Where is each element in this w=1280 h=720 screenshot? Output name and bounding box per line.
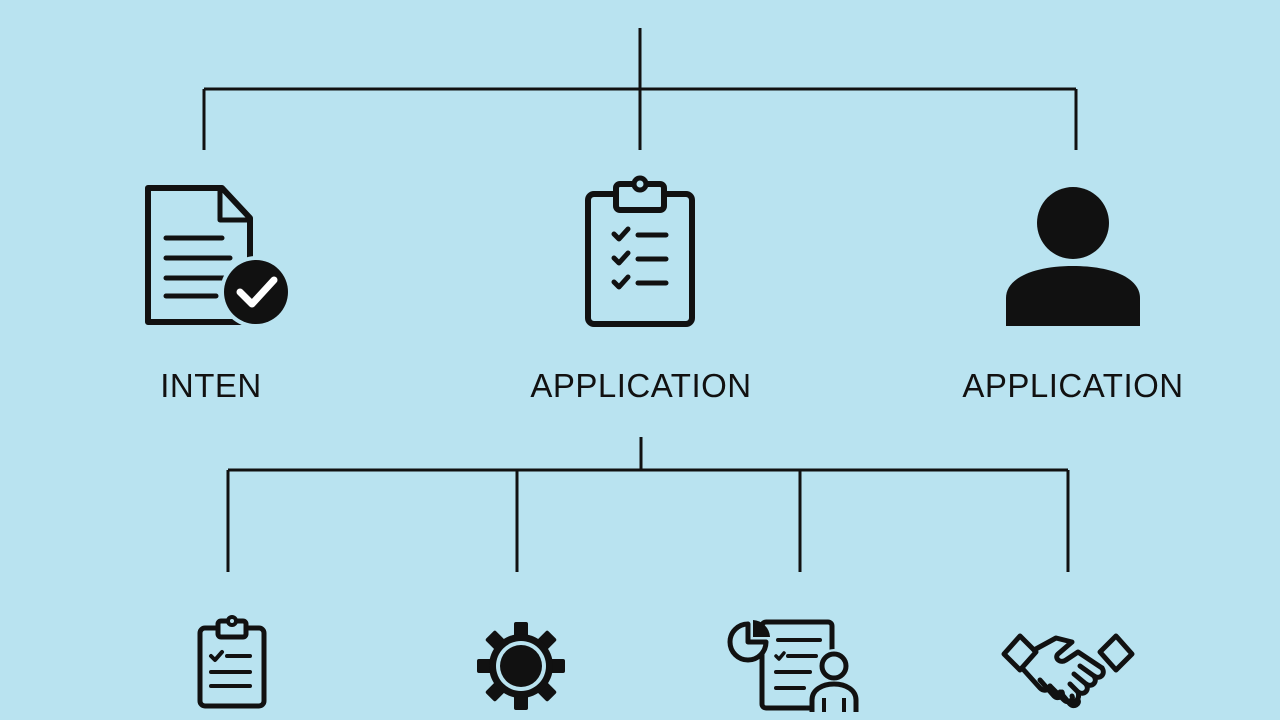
- document-check-icon: [145, 185, 292, 328]
- small-clipboard-icon: [197, 615, 267, 709]
- person-icon: [1006, 187, 1140, 326]
- handshake-icon: [1001, 633, 1135, 709]
- node-label-application-center: APPLICATION: [530, 367, 752, 404]
- node-label-application-right: APPLICATION: [962, 367, 1184, 404]
- clipboard-checklist-icon: [585, 175, 695, 327]
- gear-icon: [477, 622, 565, 710]
- node-label-inten: INTEN: [160, 367, 262, 404]
- document-person-icon: [727, 619, 859, 712]
